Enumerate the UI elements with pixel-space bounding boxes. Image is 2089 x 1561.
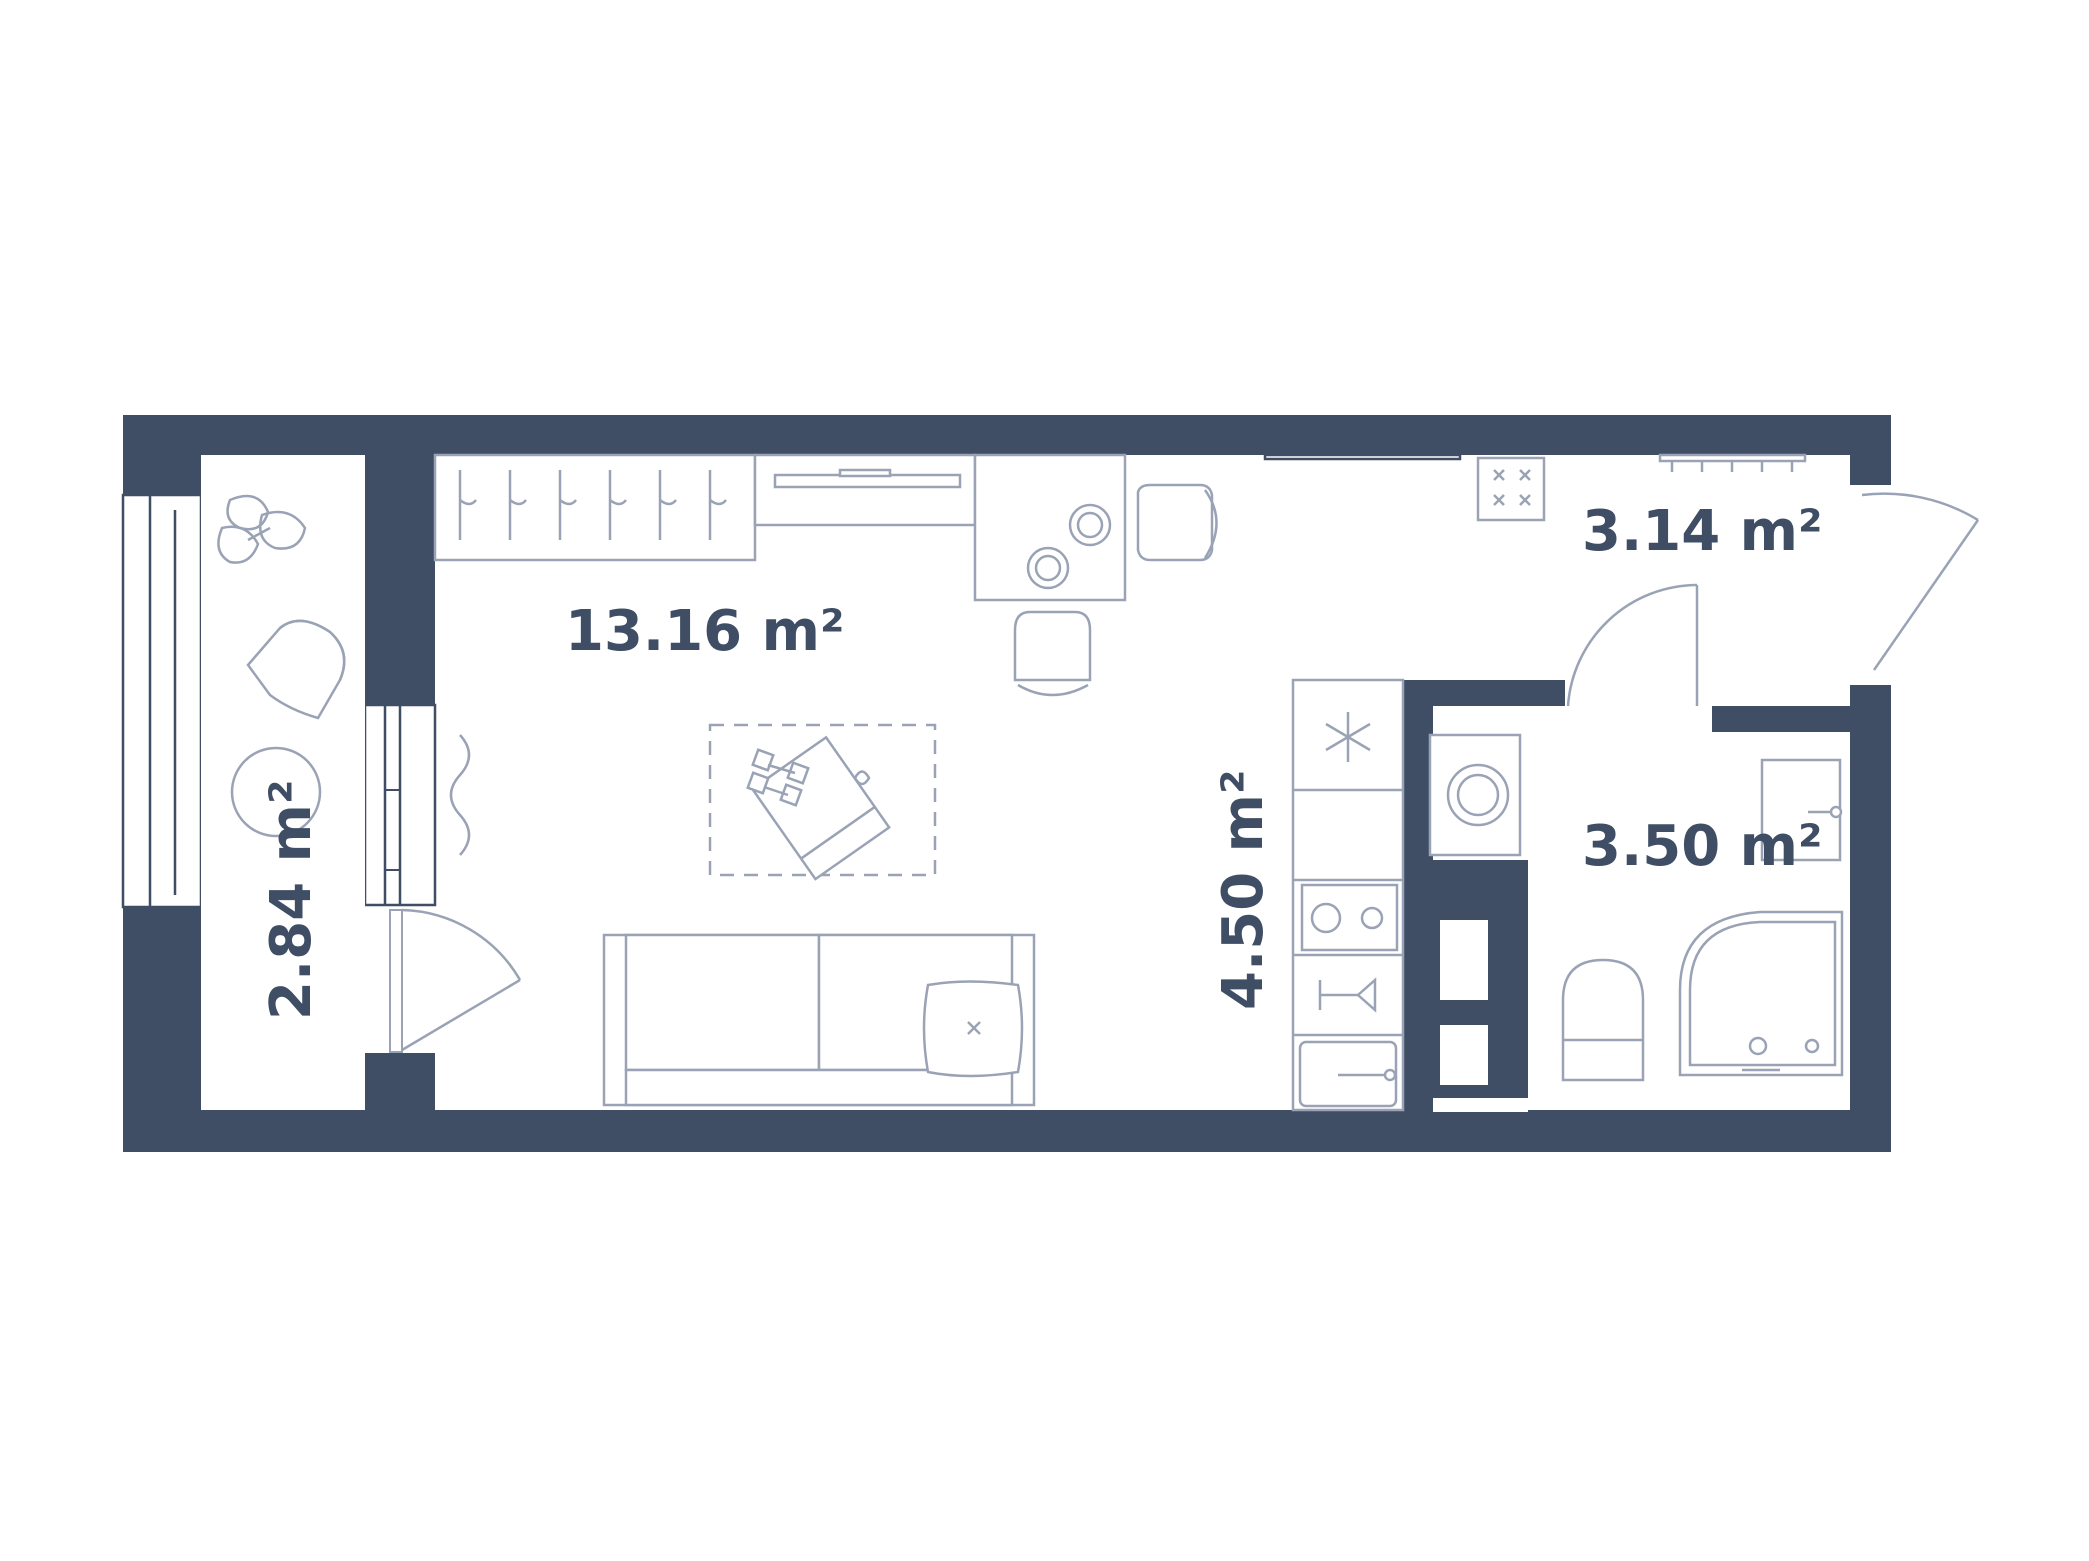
yoga-mat-icon <box>708 723 937 881</box>
living-room-area: 13.16 m² <box>565 599 845 664</box>
walls <box>123 415 1891 1152</box>
dining-table-icon <box>973 453 1127 602</box>
chair-icon <box>1013 610 1092 697</box>
chair-icon <box>246 619 346 720</box>
right-wall-bottom <box>1850 685 1891 1152</box>
toilet-icon <box>1561 958 1645 1082</box>
coat-rack-icon <box>1658 453 1807 472</box>
chair-icon <box>1136 483 1218 562</box>
kitchen-bath-wall <box>1403 680 1433 1152</box>
balcony <box>201 484 365 1078</box>
round-table-icon <box>230 746 322 838</box>
shaft-vents <box>1433 920 1528 1112</box>
bathroom-sink-icon <box>1760 758 1843 862</box>
door-icon <box>1566 583 1699 707</box>
dumbbell-icon <box>746 748 810 807</box>
washing-machine-icon <box>1428 733 1522 857</box>
window-icon <box>121 453 1462 909</box>
fridge-icon <box>1293 712 1403 792</box>
right-wall-top <box>1850 415 1891 485</box>
hallway-area: 3.14 m² <box>1582 499 1823 564</box>
vent-slot-2 <box>1440 1025 1488 1085</box>
balcony-partition-top <box>365 415 435 705</box>
balcony-window <box>121 493 203 909</box>
kitchen-sink-icon <box>1298 1040 1398 1108</box>
top-window <box>1263 453 1462 461</box>
pillow-icon <box>922 980 1024 1078</box>
radiator-icon <box>449 734 471 856</box>
wardrobe-icon <box>433 453 757 562</box>
vent-slot-3 <box>1433 1098 1528 1112</box>
bathroom-area: 3.50 m² <box>1582 814 1823 879</box>
vent-slot-1 <box>1440 920 1488 1000</box>
stove-icon <box>1476 456 1546 522</box>
kitchen-area: 4.50 m² <box>1211 769 1276 1010</box>
kitchen-counter <box>1291 678 1405 1112</box>
left-wall-bottom <box>123 898 201 1152</box>
plant-icon <box>217 494 307 564</box>
hall-wall-right <box>1712 706 1850 732</box>
tv-icon <box>753 453 977 527</box>
balcony-partition-bottom <box>365 1053 435 1152</box>
door-icon <box>389 908 522 1053</box>
shower-icon <box>1678 910 1844 1077</box>
balcony-area: 2.84 m² <box>259 779 324 1020</box>
door-icon <box>1861 492 1980 671</box>
sofa-icon <box>602 933 1036 1107</box>
left-wall-top <box>123 415 201 504</box>
cooktop-icon <box>1300 883 1399 952</box>
